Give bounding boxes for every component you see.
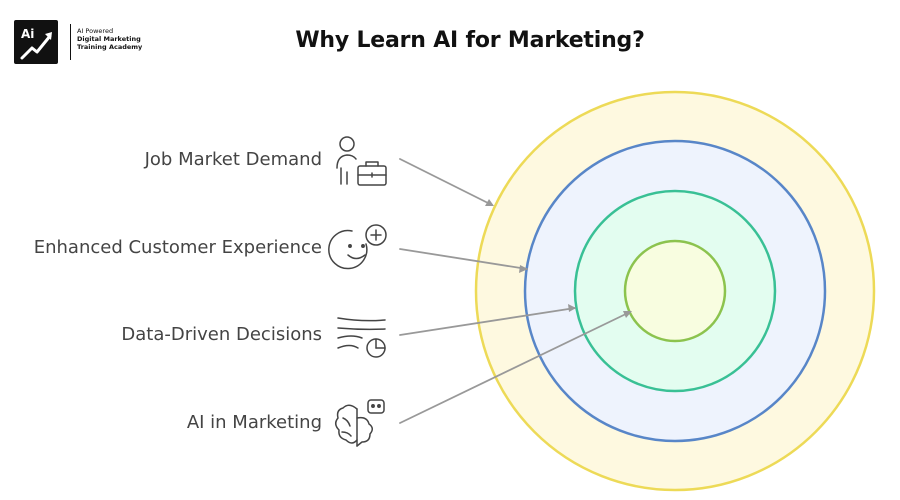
arrow-data-driven xyxy=(399,307,576,336)
label-enhanced-customer-experience: Enhanced Customer Experience xyxy=(33,237,322,258)
logo-text: AI Powered Digital Marketing Training Ac… xyxy=(77,27,142,51)
logo-divider xyxy=(70,24,71,60)
smiley-plus-icon xyxy=(328,224,387,270)
inner-ring xyxy=(623,239,727,343)
flow-chart-icon xyxy=(337,317,386,358)
ai-arrow-icon: Ai xyxy=(20,27,52,60)
person-briefcase-icon xyxy=(336,136,387,186)
arrow-ai-marketing xyxy=(399,311,631,424)
label-ai-in-marketing: AI in Marketing xyxy=(186,412,322,433)
label-data-driven-decisions: Data-Driven Decisions xyxy=(121,324,322,345)
label-job-market-demand: Job Market Demand xyxy=(144,149,322,170)
arrow-job-market xyxy=(399,158,493,206)
logo-line-2: Digital Marketing xyxy=(77,35,141,43)
logo-badge-text: Ai xyxy=(21,27,34,41)
arrow-customer-experience xyxy=(399,248,528,270)
brain-robot-icon xyxy=(335,399,385,447)
academy-logo: Ai AI Powered Digital Marketing Training… xyxy=(14,20,154,64)
page-title: Why Learn AI for Marketing? xyxy=(295,28,645,53)
logo-line-3: Training Academy xyxy=(77,43,143,51)
logo-line-1: AI Powered xyxy=(77,27,114,35)
logo-badge: Ai xyxy=(14,20,58,64)
